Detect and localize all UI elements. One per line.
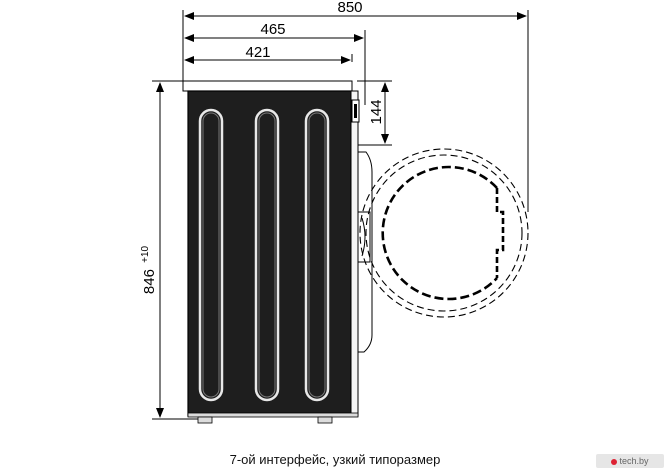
control-knob xyxy=(351,99,360,123)
watermark-dot-icon xyxy=(611,458,618,465)
label-421: 421 xyxy=(245,44,270,61)
caption: 7-ой интерфейс, узкий типоразмер xyxy=(229,452,441,467)
foot-rear xyxy=(317,416,333,424)
rib-3-inner xyxy=(308,112,326,398)
label-846-tolerance: +10 xyxy=(140,245,151,262)
machine-body xyxy=(182,80,359,424)
dimension-cabinet-depth: 421 xyxy=(184,44,353,64)
foot-front xyxy=(197,416,213,424)
label-465: 465 xyxy=(260,21,285,38)
watermark-logo: tech.by xyxy=(596,454,664,468)
label-846: 846 xyxy=(141,269,158,294)
svg-text:846 +10: 846 +10 xyxy=(140,245,158,294)
dimension-height: 846 +10 xyxy=(140,80,200,420)
dimension-total-depth: 850 xyxy=(182,0,529,212)
dimension-control-offset: 144 xyxy=(357,80,392,146)
door-profile xyxy=(357,151,373,353)
door-swing xyxy=(359,148,529,318)
rib-3 xyxy=(304,108,330,402)
watermark-text: tech.by xyxy=(619,456,649,466)
rib-1 xyxy=(198,108,224,402)
dimension-body-depth: 465 xyxy=(184,21,366,105)
rib-2 xyxy=(254,108,280,402)
label-850: 850 xyxy=(337,0,362,16)
label-144: 144 xyxy=(368,99,385,124)
rib-2-inner xyxy=(258,112,276,398)
rib-1-inner xyxy=(202,112,220,398)
